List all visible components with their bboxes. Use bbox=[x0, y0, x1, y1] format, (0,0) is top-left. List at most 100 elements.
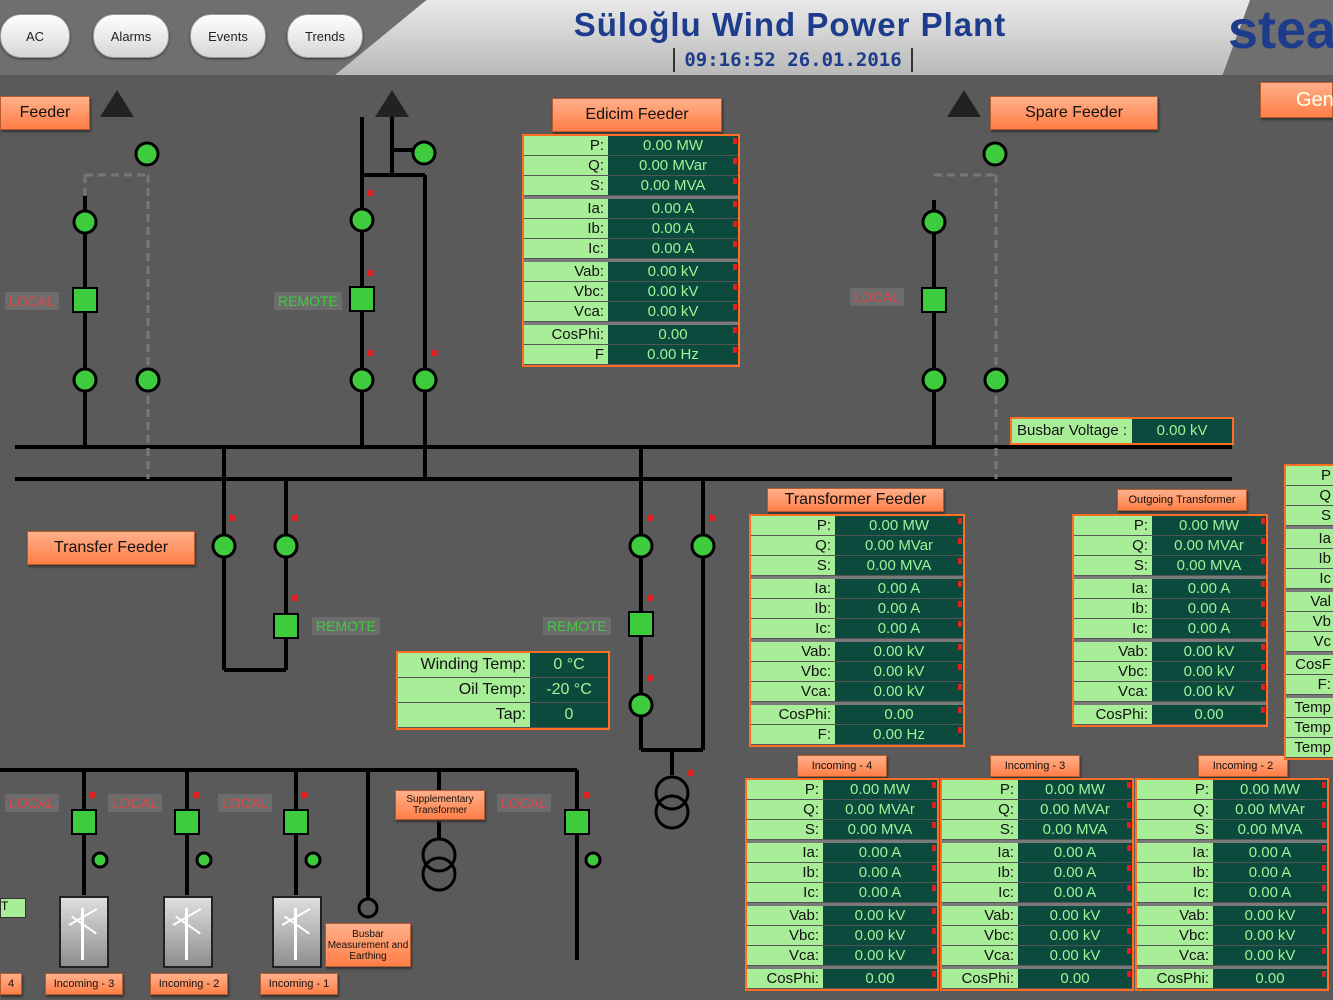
cosphi-value: 0.00 bbox=[835, 705, 963, 724]
status-remote: REMOTE bbox=[274, 292, 342, 310]
incoming-4-title[interactable]: Incoming - 4 bbox=[797, 755, 887, 777]
s-label: S: bbox=[1137, 820, 1213, 839]
vbc-label: Vbc: bbox=[524, 282, 608, 301]
busbar-measurement-title[interactable]: Busbar Measurement and Earthing bbox=[325, 923, 411, 967]
vca-value: 0.00 kV bbox=[823, 946, 937, 965]
vab-value: 0.00 kV bbox=[835, 642, 963, 661]
vca-label: Vca: bbox=[942, 946, 1018, 965]
ic-label: Ic: bbox=[524, 239, 608, 258]
vbc-value: 0.00 kV bbox=[835, 662, 963, 681]
vbc-value: 0.00 kV bbox=[608, 282, 738, 301]
bottom-incoming-4-title[interactable]: 4 bbox=[0, 973, 22, 995]
transfer-feeder-title[interactable]: Transfer Feeder bbox=[27, 531, 195, 565]
status-local: LOCAL bbox=[218, 794, 272, 812]
vbc-label: Vb bbox=[1286, 612, 1333, 631]
ic-value: 0.00 A bbox=[1213, 883, 1327, 902]
feeder-left-title[interactable]: Feeder bbox=[0, 96, 90, 130]
q-label: Q: bbox=[1074, 536, 1152, 555]
cosphi-value: 0.00 bbox=[1152, 705, 1266, 724]
ib-value: 0.00 A bbox=[1018, 863, 1132, 882]
status-remote: REMOTE bbox=[312, 617, 380, 635]
temp-label: Temp bbox=[1286, 718, 1333, 737]
q-label: Q bbox=[1286, 486, 1333, 505]
ib-label: Ib: bbox=[1074, 599, 1152, 618]
vbc-label: Vbc: bbox=[747, 926, 823, 945]
q-label: Q: bbox=[751, 536, 835, 555]
winding-temp-value: 0 °C bbox=[553, 656, 585, 673]
ic-label: Ic: bbox=[1137, 883, 1213, 902]
s-label: S bbox=[1286, 506, 1333, 525]
p-label: P: bbox=[1074, 516, 1152, 535]
cosphi-label: CosPhi: bbox=[942, 969, 1018, 988]
incoming-2-title[interactable]: Incoming - 2 bbox=[1198, 755, 1288, 777]
cosphi-label: CosPhi: bbox=[747, 969, 823, 988]
s-label: S: bbox=[524, 176, 608, 195]
ic-label: Ic bbox=[1286, 569, 1333, 588]
q-value: 0.00 MVar bbox=[835, 536, 963, 555]
ia-label: Ia: bbox=[942, 843, 1018, 862]
q-label: Q: bbox=[747, 800, 823, 819]
cosphi-value: 0.00 bbox=[1213, 969, 1327, 988]
vab-label: Vab: bbox=[524, 262, 608, 281]
vab-label: Val bbox=[1286, 592, 1333, 611]
p-label: P: bbox=[942, 780, 1018, 799]
nav-events-button[interactable]: Events bbox=[190, 14, 266, 58]
ic-label: Ic: bbox=[747, 883, 823, 902]
f-label: F bbox=[524, 345, 608, 364]
q-value: 0.00 MVar bbox=[608, 156, 738, 175]
cosphi-value: 0.00 bbox=[1018, 969, 1132, 988]
status-local: LOCAL bbox=[5, 794, 59, 812]
spare-feeder-title[interactable]: Spare Feeder bbox=[990, 96, 1158, 130]
vca-label: Vca: bbox=[1137, 946, 1213, 965]
incoming-3-title[interactable]: Incoming - 3 bbox=[990, 755, 1080, 777]
bottom-incoming-2-title[interactable]: Incoming - 2 bbox=[150, 973, 228, 995]
vbc-label: Vbc: bbox=[1137, 926, 1213, 945]
cosphi-label: CosPhi: bbox=[1137, 969, 1213, 988]
nav-trends-button[interactable]: Trends bbox=[287, 14, 363, 58]
vab-value: 0.00 kV bbox=[1018, 906, 1132, 925]
title-panel bbox=[335, 0, 1250, 75]
oil-temp-label: Oil Temp: bbox=[398, 678, 530, 702]
nav-alarms-button[interactable]: Alarms bbox=[93, 14, 169, 58]
cosphi-label: CosF bbox=[1286, 655, 1333, 674]
status-local: LOCAL bbox=[108, 794, 162, 812]
vab-label: Vab: bbox=[751, 642, 835, 661]
bottom-incoming-1-title[interactable]: Incoming - 1 bbox=[260, 973, 338, 995]
transformer-feeder-measurements: P:0.00 MW Q:0.00 MVar S:0.00 MVA Ia:0.00… bbox=[749, 514, 965, 747]
edicim-measurements: P:0.00 MW Q:0.00 MVar S:0.00 MVA Ia:0.00… bbox=[522, 134, 740, 367]
nav-ac-button[interactable]: AC bbox=[0, 14, 70, 58]
wind-turbine-icon[interactable] bbox=[272, 896, 322, 968]
incoming-2-measurements: P:0.00 MW Q:0.00 MVAr S:0.00 MVA Ia:0.00… bbox=[1135, 778, 1329, 991]
p-value: 0.00 MW bbox=[1018, 780, 1132, 799]
gen-feeder-title[interactable]: Gen bbox=[1260, 82, 1333, 118]
bottom-incoming-3-title[interactable]: Incoming - 3 bbox=[45, 973, 123, 995]
p-value: 0.00 MW bbox=[1213, 780, 1327, 799]
s-value: 0.00 MVA bbox=[1213, 820, 1327, 839]
vab-value: 0.00 kV bbox=[1213, 906, 1327, 925]
ib-label: Ib: bbox=[751, 599, 835, 618]
q-value: 0.00 MVAr bbox=[823, 800, 937, 819]
vbc-label: Vbc: bbox=[942, 926, 1018, 945]
vca-value: 0.00 kV bbox=[1018, 946, 1132, 965]
vab-label: Vab: bbox=[1074, 642, 1152, 661]
vbc-value: 0.00 kV bbox=[1213, 926, 1327, 945]
p-value: 0.00 MW bbox=[608, 136, 738, 155]
vab-value: 0.00 kV bbox=[608, 262, 738, 281]
supplementary-transformer-title[interactable]: Supplementary Transformer bbox=[395, 790, 485, 820]
q-label: Q: bbox=[524, 156, 608, 175]
wind-turbine-icon[interactable] bbox=[59, 896, 109, 968]
outgoing-transformer-title[interactable]: Outgoing Transformer bbox=[1117, 489, 1247, 511]
status-local: LOCAL bbox=[497, 794, 551, 812]
vbc-value: 0.00 kV bbox=[1152, 662, 1266, 681]
temp-label: Temp bbox=[1286, 738, 1333, 757]
cosphi-label: CosPhi: bbox=[1074, 705, 1152, 724]
q-label: Q: bbox=[1137, 800, 1213, 819]
transformer-feeder-title[interactable]: Transformer Feeder bbox=[767, 488, 944, 512]
temp-label: Temp bbox=[1286, 698, 1333, 717]
oil-temp-value: -20 °C bbox=[546, 681, 592, 698]
t-tag: T bbox=[0, 898, 26, 918]
wind-turbine-icon[interactable] bbox=[163, 896, 213, 968]
ia-value: 0.00 A bbox=[1213, 843, 1327, 862]
status-remote: REMOTE bbox=[543, 617, 611, 635]
edicim-feeder-title[interactable]: Edicim Feeder bbox=[552, 98, 722, 132]
